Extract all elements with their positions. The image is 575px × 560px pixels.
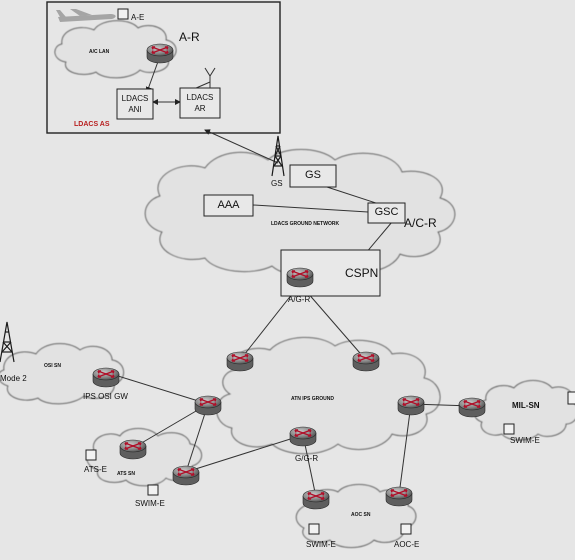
tower-icon	[271, 135, 285, 177]
ips-osi-gw-label: IPS OSI GW	[83, 392, 128, 401]
router-icon	[289, 426, 317, 447]
gsc-box	[367, 202, 406, 224]
ldacs-ani-label-2: ANI	[128, 105, 142, 114]
router-icon	[302, 489, 330, 510]
ac-lan-label: A/C LAN	[89, 49, 110, 55]
air-ground-link	[204, 129, 279, 164]
swim-e-left-endpoint	[147, 484, 159, 496]
mil-sn-label: MIL-SN	[512, 401, 540, 410]
atn-ips-cloud	[216, 336, 441, 455]
swim-e-right-endpoint	[503, 423, 515, 435]
router-icon	[92, 367, 120, 388]
cspn-label: CSPN	[345, 266, 379, 280]
router-icon	[385, 486, 413, 507]
ac-r-label: A/C-R	[404, 216, 437, 230]
gs-box-label: GS	[305, 169, 321, 181]
mil-edge-endpoint	[567, 391, 575, 405]
router-icon	[119, 439, 147, 460]
swim-e-bottom-label: SWIM-E	[306, 540, 336, 549]
aaa-box	[203, 194, 254, 217]
swim-e-left-label: SWIM-E	[135, 499, 165, 508]
ldacs-ani-box	[116, 88, 154, 120]
ldacs-as-frame	[46, 1, 281, 134]
ats-sn-label: ATS SN	[117, 471, 135, 477]
router-icon	[458, 397, 486, 418]
aaa-label: AAA	[217, 199, 240, 211]
mil-sn-cloud	[473, 380, 575, 441]
ar-label: A-R	[179, 30, 200, 44]
ldacs-as-label: LDACS AS	[74, 121, 110, 128]
gg-r-label: G/G-R	[295, 454, 319, 463]
router-icon	[286, 267, 314, 288]
aircraft-icon	[56, 9, 116, 22]
gsc-label: GSC	[374, 206, 399, 218]
ldacs-ar-label-1: LDACS	[186, 93, 214, 102]
router-icon	[194, 395, 222, 416]
mode2-label: Mode 2	[0, 374, 27, 383]
router-icon	[146, 43, 174, 64]
ag-r-label: A/G-R	[288, 295, 311, 304]
aoc-sn-label: AOC SN	[351, 512, 371, 518]
gs-box	[289, 164, 337, 188]
ats-e-endpoint	[85, 449, 97, 461]
swim-e-bottom-endpoint	[308, 523, 320, 535]
ldacs-ani-label-1: LDACS	[121, 94, 149, 103]
router-icon	[397, 395, 425, 416]
ldacs-ground-network-label: LDACS GROUND NETWORK	[271, 221, 340, 227]
ae-label: A-E	[131, 13, 145, 22]
router-icon	[226, 351, 254, 372]
osi-sn-label: OSI SN	[44, 363, 61, 369]
antenna-icon	[204, 67, 216, 88]
ldacs-ground-cloud	[144, 149, 456, 277]
aoc-e-endpoint	[400, 523, 412, 535]
aoc-e-label: AOC-E	[394, 540, 420, 549]
ae-endpoint	[117, 8, 129, 20]
gs-tower-label: GS	[271, 179, 283, 188]
ats-e-label: ATS-E	[84, 465, 107, 474]
router-icon	[172, 465, 200, 486]
swim-e-right-label: SWIM-E	[510, 436, 540, 445]
ldacs-ar-label-2: AR	[194, 104, 206, 113]
router-icon	[352, 351, 380, 372]
atn-ips-ground-label: ATN IPS GROUND	[291, 396, 334, 402]
ldacs-ar-box	[179, 87, 221, 119]
tower-icon	[0, 321, 15, 363]
